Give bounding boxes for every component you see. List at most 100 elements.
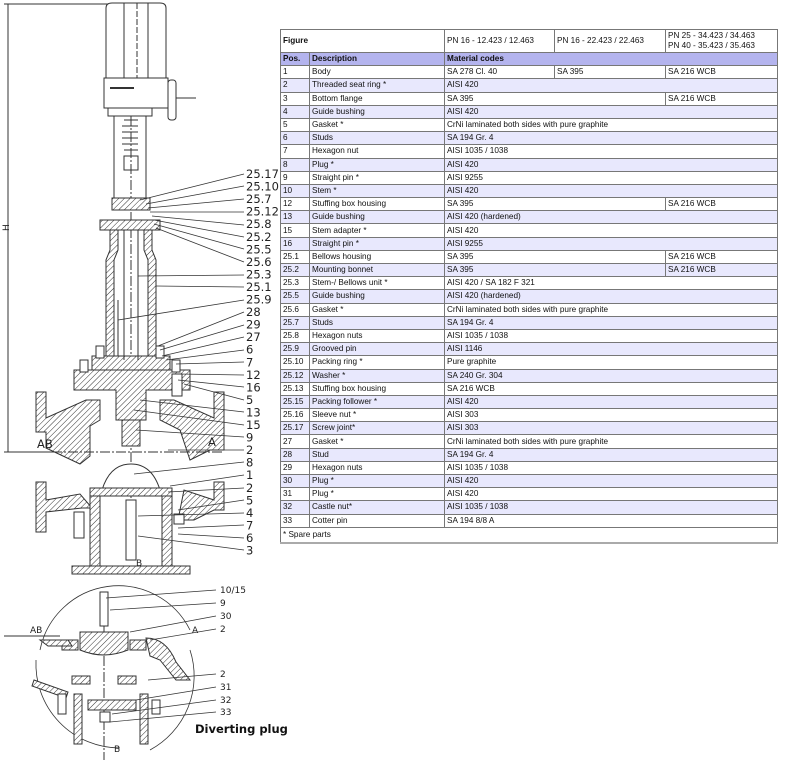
- detail-callout-label: 2: [220, 670, 226, 680]
- cell-material: SA 194 Gr. 4: [444, 447, 778, 462]
- diverting-plug-detail: [4, 585, 217, 760]
- cell-material: AISI 420 (hardened): [444, 289, 778, 304]
- cell-material: SA 278 Cl. 40: [444, 65, 555, 80]
- cell-material: SA 216 WCB: [444, 381, 778, 396]
- cell-material: SA 395: [444, 249, 666, 265]
- cell-pos: 25.9: [280, 342, 310, 357]
- callout-label: 25.6: [246, 255, 272, 269]
- cell-material: AISI 9255: [444, 236, 778, 251]
- cell-description: Body: [309, 65, 445, 80]
- cell-material: AISI 420: [444, 183, 778, 199]
- cell-pos: 29: [280, 460, 310, 476]
- cell-material: AISI 1035 / 1038: [444, 328, 778, 344]
- callout-label: 13: [246, 405, 261, 419]
- cell-material: AISI 420: [444, 157, 778, 172]
- cell-pos: 25.6: [280, 302, 310, 317]
- cell-pos: 13: [280, 210, 310, 225]
- cell-description: Mounting bonnet: [309, 262, 445, 278]
- callout-label: 2: [246, 481, 253, 495]
- cell-description: Castle nut*: [309, 500, 445, 515]
- cell-pos: 1: [280, 65, 310, 80]
- callout-label: 15: [246, 418, 261, 432]
- callout-label: 7: [246, 518, 253, 532]
- cell-description: Gasket *: [309, 434, 445, 449]
- header-description: Description: [309, 51, 445, 67]
- callout-label: 25.8: [246, 217, 272, 231]
- cell-material: AISI 303: [444, 408, 778, 423]
- cell-description: Sleeve nut *: [309, 408, 445, 423]
- cell-description: Plug *: [309, 157, 445, 172]
- cell-description: Stem adapter *: [309, 223, 445, 238]
- materials-table: Figure PN 16 - 12.423 / 12.463 PN 16 - 2…: [280, 29, 778, 544]
- port-label-ab: AB: [37, 437, 53, 451]
- figure-label: Figure: [280, 29, 445, 53]
- cell-pos: 25.12: [280, 368, 310, 383]
- detail-callout-label: 2: [220, 625, 226, 635]
- cell-description: Stem-/ Bellows unit *: [309, 276, 445, 291]
- callout-label: 25.7: [246, 192, 272, 206]
- cell-description: Bellows housing: [309, 249, 445, 265]
- figure-col-3-line2: PN 40 - 35.423 / 35.463: [668, 41, 755, 50]
- cell-description: Cotter pin: [309, 513, 445, 528]
- callout-label: 1: [246, 468, 253, 482]
- callout-label: 5: [246, 493, 253, 507]
- cell-material: SA 216 WCB: [665, 262, 778, 278]
- cell-description: Stuffing box housing: [309, 381, 445, 396]
- valve-bonnet: [73, 359, 191, 447]
- cell-pos: 25.7: [280, 315, 310, 330]
- cell-pos: 27: [280, 434, 310, 449]
- header-row: Pos. Description Material codes: [280, 51, 778, 67]
- cell-description: Guide bushing: [309, 104, 445, 119]
- callout-label: 27: [246, 330, 261, 344]
- cell-description: Hexagon nuts: [309, 460, 445, 476]
- port-label-b: B: [136, 559, 142, 569]
- cell-description: Bottom flange: [309, 91, 445, 106]
- detail-caption: Diverting plug: [195, 722, 288, 736]
- cell-pos: 4: [280, 104, 310, 119]
- cell-pos: 25.3: [280, 276, 310, 291]
- cell-description: Stuffing box housing: [309, 197, 445, 212]
- cell-pos: 25.1: [280, 249, 310, 265]
- cell-pos: 15: [280, 223, 310, 238]
- detail-port-label-ab: AB: [30, 626, 42, 636]
- cell-description: Stem *: [309, 183, 445, 199]
- cell-material: AISI 420: [444, 487, 778, 502]
- callout-label: 25.5: [246, 242, 272, 256]
- cell-pos: 25.5: [280, 289, 310, 304]
- cell-pos: 10: [280, 183, 310, 199]
- cell-material: AISI 420: [444, 394, 778, 410]
- cell-material: AISI 303: [444, 421, 778, 436]
- callout-leaders: [117, 173, 245, 551]
- callout-label: 7: [246, 355, 253, 369]
- cell-material: AISI 1035 / 1038: [444, 460, 778, 476]
- cell-material: AISI 420 (hardened): [444, 210, 778, 225]
- cell-pos: 33: [280, 513, 310, 528]
- cell-pos: 9: [280, 170, 310, 185]
- dimension-label-h: H: [2, 224, 12, 231]
- cell-pos: 3: [280, 91, 310, 106]
- cell-material: SA 194 Gr. 4: [444, 131, 778, 146]
- callout-label: 12: [246, 368, 261, 382]
- callout-label: 6: [246, 531, 253, 545]
- cell-description: Plug *: [309, 473, 445, 489]
- cell-description: Gasket *: [309, 117, 445, 133]
- cell-material: SA 194 8/8 A: [444, 513, 778, 528]
- cell-description: Studs: [309, 131, 445, 146]
- cell-pos: 25.17: [280, 421, 310, 436]
